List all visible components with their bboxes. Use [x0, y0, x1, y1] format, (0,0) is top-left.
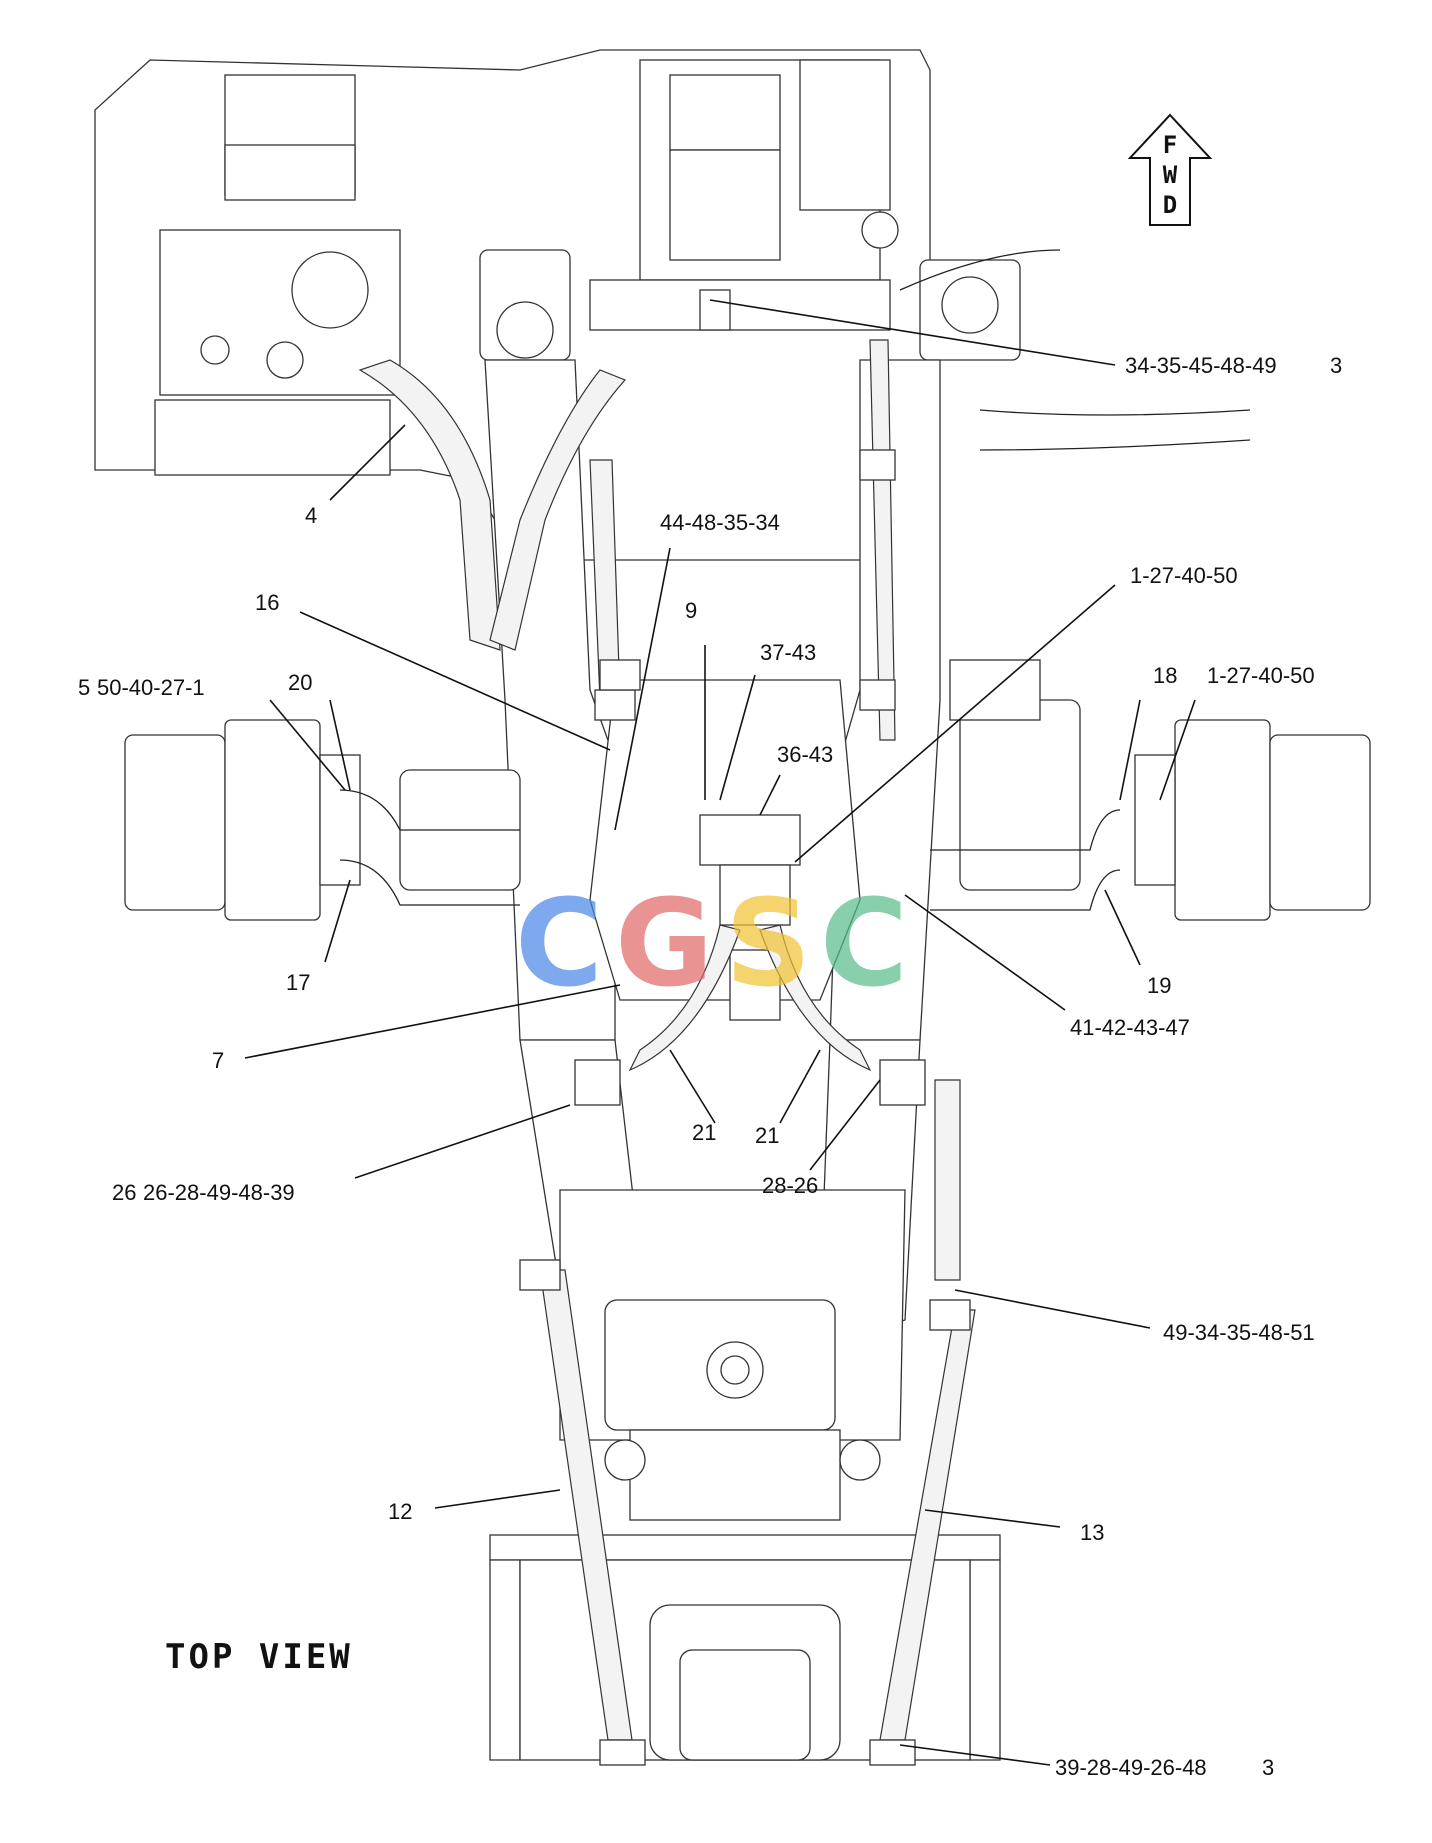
edge-fragment-right-top: 3 — [1330, 353, 1342, 378]
callout-19: 19 — [1147, 973, 1171, 998]
callout-36-43: 36-43 — [777, 742, 833, 767]
fwd-letter-w: W — [1163, 161, 1178, 189]
callout-4: 4 — [305, 503, 317, 528]
fwd-direction-icon: F W D — [1127, 113, 1213, 226]
callout-20: 20 — [288, 670, 312, 695]
watermark-letter-4: C — [820, 875, 908, 1014]
edge-fragment-right-bottom: 3 — [1262, 1755, 1274, 1780]
leader-lines — [244, 299, 1196, 1766]
callout-49-34-35-48-51: 49-34-35-48-51 — [1163, 1320, 1315, 1345]
callout-17: 17 — [286, 970, 310, 995]
callout-44-48-35-34: 44-48-35-34 — [660, 510, 780, 535]
callout-41-42-43-47: 41-42-43-47 — [1070, 1015, 1190, 1040]
callout-1-27-40-50-right: 1-27-40-50 — [1207, 663, 1315, 688]
watermark-letter-1: C — [515, 875, 603, 1014]
hose-lines — [339, 249, 1251, 1766]
callout-labels: 34-35-45-48-49 3 4 44-48-35-34 1-27-40-5… — [78, 353, 1342, 1780]
fwd-letter-f: F — [1163, 131, 1177, 159]
watermark-logo: C G S C — [515, 875, 908, 1014]
callout-1-27-40-50-upper: 1-27-40-50 — [1130, 563, 1238, 588]
callout-13: 13 — [1080, 1520, 1104, 1545]
callout-21-right: 21 — [755, 1123, 779, 1148]
callout-37-43: 37-43 — [760, 640, 816, 665]
callout-26-28-49-48-39: 26-28-49-48-39 — [143, 1180, 295, 1205]
view-title: TOP VIEW — [165, 1637, 353, 1677]
callout-7: 7 — [212, 1048, 224, 1073]
callout-12: 12 — [388, 1499, 412, 1524]
chassis-drawing — [94, 49, 1371, 1761]
callout-16: 16 — [255, 590, 279, 615]
fwd-letter-d: D — [1163, 191, 1177, 219]
callout-28-26: 28-26 — [762, 1173, 818, 1198]
edge-fragment-left-lower: 26 — [112, 1180, 136, 1205]
callout-39-28-49-26-48: 39-28-49-26-48 — [1055, 1755, 1207, 1780]
callout-50-40-27-1: 50-40-27-1 — [97, 675, 205, 700]
callout-9: 9 — [685, 598, 697, 623]
callout-21-left: 21 — [692, 1120, 716, 1145]
watermark-letter-3: S — [725, 875, 811, 1014]
callout-34-35-45-48-49: 34-35-45-48-49 — [1125, 353, 1277, 378]
edge-fragment-left: 5 — [78, 675, 90, 700]
callout-18: 18 — [1153, 663, 1177, 688]
watermark-letter-2: G — [615, 875, 714, 1014]
